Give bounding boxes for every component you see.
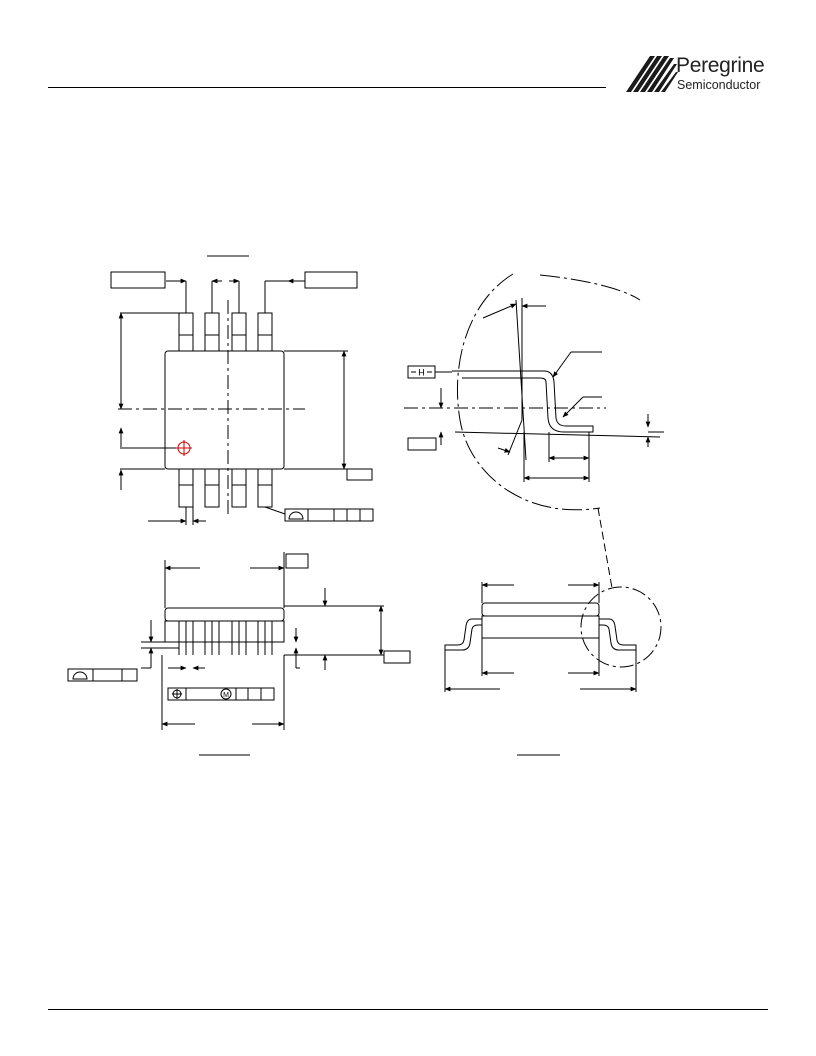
brand-subtitle: Semiconductor xyxy=(677,78,761,92)
footer-rule xyxy=(48,1009,768,1010)
lead xyxy=(204,312,220,352)
front-body xyxy=(164,620,285,643)
detail-callout-circle xyxy=(580,586,662,668)
detail-circle xyxy=(457,273,601,511)
feature-frame xyxy=(110,271,166,289)
feature-frame xyxy=(304,271,358,289)
datum-box xyxy=(383,650,411,664)
lead xyxy=(178,312,194,352)
side-body-top xyxy=(481,602,600,617)
side-view xyxy=(444,582,662,756)
datum-box xyxy=(285,553,309,569)
top-view xyxy=(110,255,374,525)
logo-stripes xyxy=(626,56,678,92)
front-view: M xyxy=(67,552,411,756)
datum-h-label: H xyxy=(418,368,425,378)
brand-name: Peregrine xyxy=(676,54,765,77)
datum-box xyxy=(407,437,437,451)
front-body-top xyxy=(164,607,285,622)
lead xyxy=(178,468,194,508)
circle-m-label: M xyxy=(223,692,229,699)
peregrine-logo-icon xyxy=(624,52,770,98)
detail-view: H xyxy=(404,273,664,589)
profile-tolerance-frame xyxy=(284,508,374,522)
lead xyxy=(231,312,247,352)
coplanarity-frame xyxy=(67,668,138,682)
lead xyxy=(231,468,247,508)
lead xyxy=(257,312,273,352)
side-body xyxy=(481,615,600,639)
top-view-body xyxy=(164,350,285,470)
lead xyxy=(257,468,273,508)
position-tolerance-frame xyxy=(167,687,275,701)
lead xyxy=(204,468,220,508)
header-rule xyxy=(48,87,606,88)
datum-box xyxy=(346,468,373,481)
